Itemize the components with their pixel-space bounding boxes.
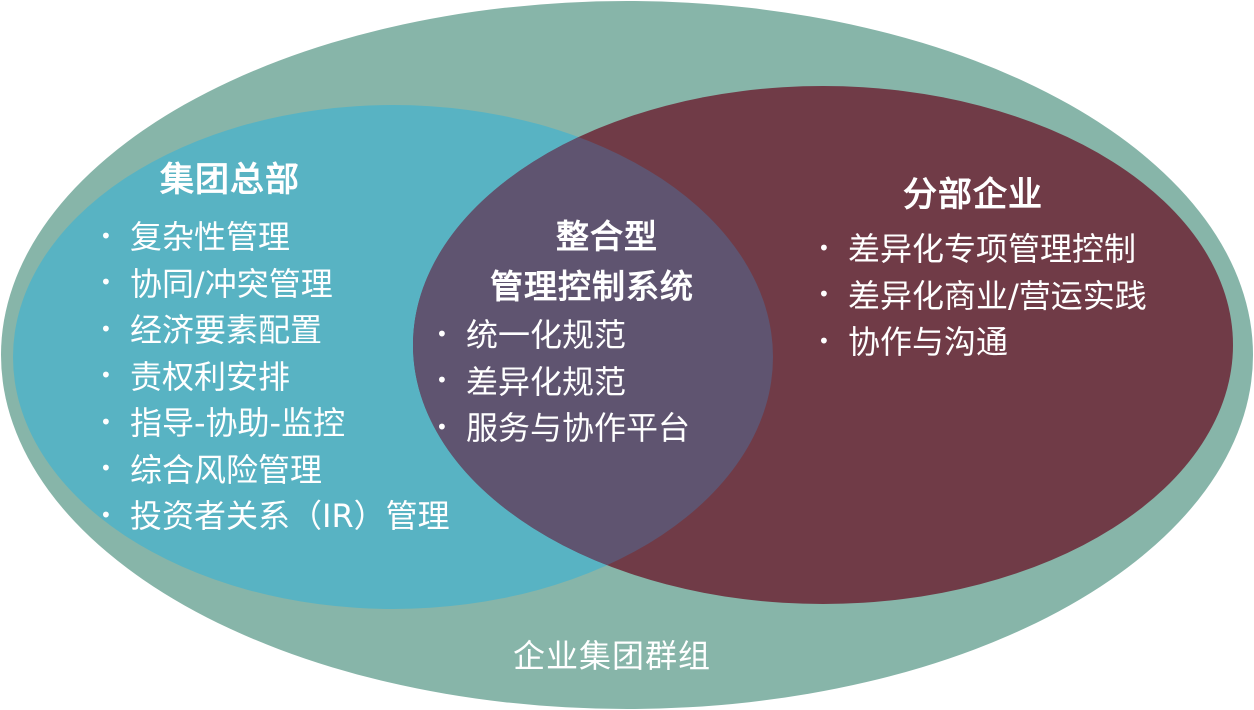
list-item: •统一化规范 [436,313,690,360]
bullet-icon: • [818,235,830,260]
outer-label: 企业集团群组 [513,637,712,675]
list-item: •经济要素配置 [100,308,450,355]
bullet-icon: • [818,282,830,306]
left-list: •复杂性管理 •协同/冲突管理 •经济要素配置 •责权利安排 •指导-协助-监控… [100,215,450,541]
list-item: •差异化商业/营运实践 [818,274,1147,321]
bullet-icon: • [100,223,112,248]
right-title: 分部企业 [903,175,1043,215]
list-item: •综合风险管理 [100,448,450,495]
list-item: •协作与沟通 [818,320,1147,367]
bullet-icon: • [436,321,448,346]
left-title: 集团总部 [160,160,300,200]
list-item: •协同/冲突管理 [100,262,450,309]
list-item: •复杂性管理 [100,215,450,262]
bullet-icon: • [100,316,112,341]
center-list: •统一化规范 •差异化规范 •服务与协作平台 [436,313,690,453]
list-item: •投资者关系（IR）管理 [100,494,450,541]
bullet-icon: • [100,363,112,387]
bullet-icon: • [436,368,448,392]
bullet-icon: • [818,328,830,353]
overlap-region [413,105,773,604]
list-item: •差异化专项管理控制 [818,227,1147,274]
bullet-icon: • [100,502,112,527]
center-title-line1: 整合型 [556,217,658,256]
bullet-icon: • [100,270,112,294]
bullet-icon: • [436,414,448,439]
list-item: •服务与协作平台 [436,406,690,453]
center-title-line2: 管理控制系统 [490,267,694,306]
list-item: •差异化规范 [436,360,690,407]
list-item: •指导-协助-监控 [100,401,450,448]
bullet-icon: • [100,456,112,480]
bullet-icon: • [100,409,112,434]
list-item: •责权利安排 [100,355,450,402]
right-list: •差异化专项管理控制 •差异化商业/营运实践 •协作与沟通 [818,227,1147,367]
